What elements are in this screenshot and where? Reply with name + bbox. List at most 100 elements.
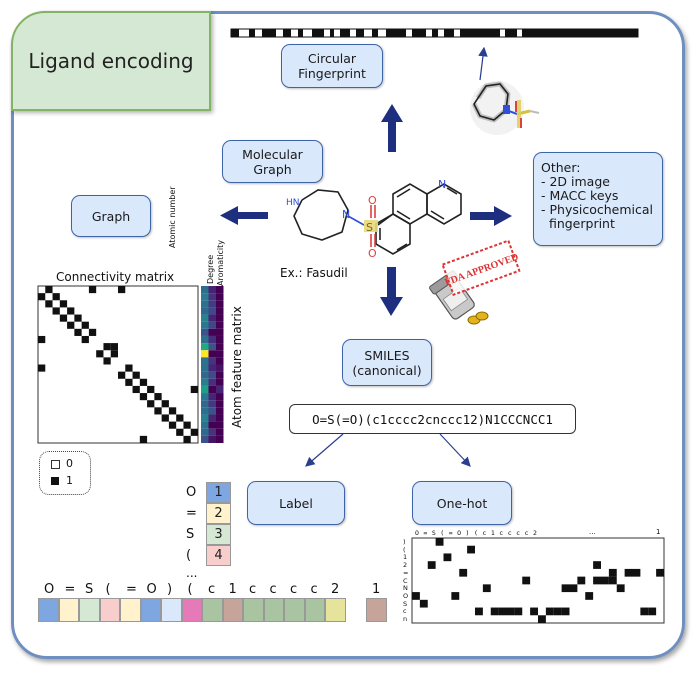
- onehot-entry: [648, 607, 657, 616]
- onehot-entry: [435, 538, 444, 546]
- feature-cell: [216, 307, 224, 315]
- connectivity-matrix: [37, 285, 199, 444]
- adjacency-entry: [38, 335, 46, 344]
- onehot-row-label: 2: [403, 561, 408, 570]
- adjacency-entry: [103, 357, 111, 365]
- feature-matrix-title: Atom feature matrix: [230, 306, 244, 428]
- onehot-entry: [506, 607, 515, 616]
- other-item: - Physicochemical: [541, 202, 653, 217]
- adjacency-entry: [161, 400, 169, 408]
- feature-cell: [208, 328, 216, 336]
- feature-cell: [201, 321, 209, 329]
- sequence-cell: [366, 598, 387, 622]
- sequence-cell: [99, 598, 120, 622]
- feature-cell: [216, 400, 224, 408]
- feature-cell: [201, 357, 209, 365]
- onehot-entry: [585, 592, 594, 600]
- atom-label-o-top: O: [368, 194, 377, 207]
- feature-cell: [201, 286, 209, 294]
- atom-label-nh: HN: [286, 198, 300, 208]
- feature-cell: [208, 414, 216, 422]
- fingerprint-bit-arrow: [478, 46, 488, 81]
- sequence-token-last: 1: [372, 582, 381, 597]
- onehot-box: One-hot: [412, 481, 512, 525]
- adjacency-entry: [110, 343, 118, 351]
- feature-cell: [216, 407, 224, 415]
- onehot-row-label: c: [403, 607, 407, 616]
- adjacency-entry: [183, 421, 191, 429]
- adjacency-entry: [132, 385, 140, 394]
- substructure-fragment: [470, 81, 540, 135]
- adjacency-entry: [132, 371, 140, 379]
- adjacency-entry: [96, 350, 104, 358]
- onehot-entry: [490, 607, 499, 616]
- label-token: (: [186, 548, 192, 563]
- feature-cell: [201, 343, 209, 351]
- arrow-left-to-graph: [220, 206, 268, 225]
- onehot-entry: [569, 584, 578, 593]
- feature-cell: [208, 335, 216, 344]
- onehot-entry: [538, 615, 546, 623]
- onehot-entry: [412, 592, 420, 600]
- onehot-entry: [498, 607, 507, 616]
- sequence-token: (: [105, 582, 111, 597]
- onehot-matrix: [411, 537, 665, 624]
- onehot-entry: [624, 568, 633, 577]
- sequence-cell: [79, 598, 100, 622]
- connectivity-legend: 0 1: [39, 451, 91, 495]
- onehot-entry: [656, 568, 664, 577]
- adjacency-entry: [74, 328, 82, 336]
- feature-cell: [208, 428, 216, 436]
- feature-cell: [201, 428, 209, 436]
- arrow-down-to-smiles: [380, 267, 403, 316]
- bit-on: [312, 29, 324, 37]
- circular-fingerprint-box: Circular Fingerprint: [281, 44, 383, 88]
- label-index-cell: 4: [206, 545, 231, 566]
- onehot-column-last: 1: [656, 528, 661, 536]
- sequence-token: S: [85, 582, 94, 597]
- bit-on: [330, 29, 334, 37]
- onehot-entry: [608, 568, 617, 577]
- feature-cell: [216, 300, 224, 308]
- adjacency-entry: [45, 300, 53, 308]
- bit-on: [283, 29, 291, 37]
- adjacency-entry: [103, 343, 111, 351]
- label-token: S: [186, 527, 195, 542]
- feature-cell: [208, 300, 216, 308]
- sequence-cell: [325, 598, 346, 622]
- bit-on: [444, 29, 454, 37]
- onehot-entry: [561, 607, 570, 616]
- arrow-up-to-fingerprint: [381, 104, 403, 152]
- feature-cell: [208, 400, 216, 408]
- feature-cell: [201, 364, 209, 372]
- sequence-cell: [38, 598, 59, 622]
- diagram-frame: [11, 11, 685, 659]
- label-index-cell: 3: [206, 524, 231, 545]
- onehot-entry: [427, 561, 436, 569]
- feature-cell: [208, 307, 216, 315]
- label-token: =: [186, 506, 197, 521]
- sequence-cell: [222, 598, 243, 622]
- molecular-graph-box: Molecular Graph: [222, 140, 323, 183]
- adjacency-entry: [52, 307, 60, 315]
- feature-cell: [216, 393, 224, 401]
- sequence-cell: [161, 598, 182, 622]
- feature-cell: [208, 321, 216, 329]
- sequence-cell: [284, 598, 305, 622]
- bit-on: [460, 29, 500, 37]
- onehot-entry: [553, 607, 562, 616]
- sequence-cell: [304, 598, 325, 622]
- feature-cell: [208, 364, 216, 372]
- sequence-token: 1: [228, 582, 237, 597]
- encoding-arrows: [220, 104, 512, 316]
- adjacency-entry: [88, 286, 97, 294]
- label-token: O: [186, 485, 197, 500]
- other-item: - 2D image: [541, 174, 610, 189]
- sequence-token: O: [146, 582, 157, 597]
- feature-cell: [216, 350, 224, 358]
- feature-cell: [216, 335, 224, 344]
- label-index-cell: 2: [206, 503, 231, 524]
- onehot-row-label: C: [403, 576, 408, 585]
